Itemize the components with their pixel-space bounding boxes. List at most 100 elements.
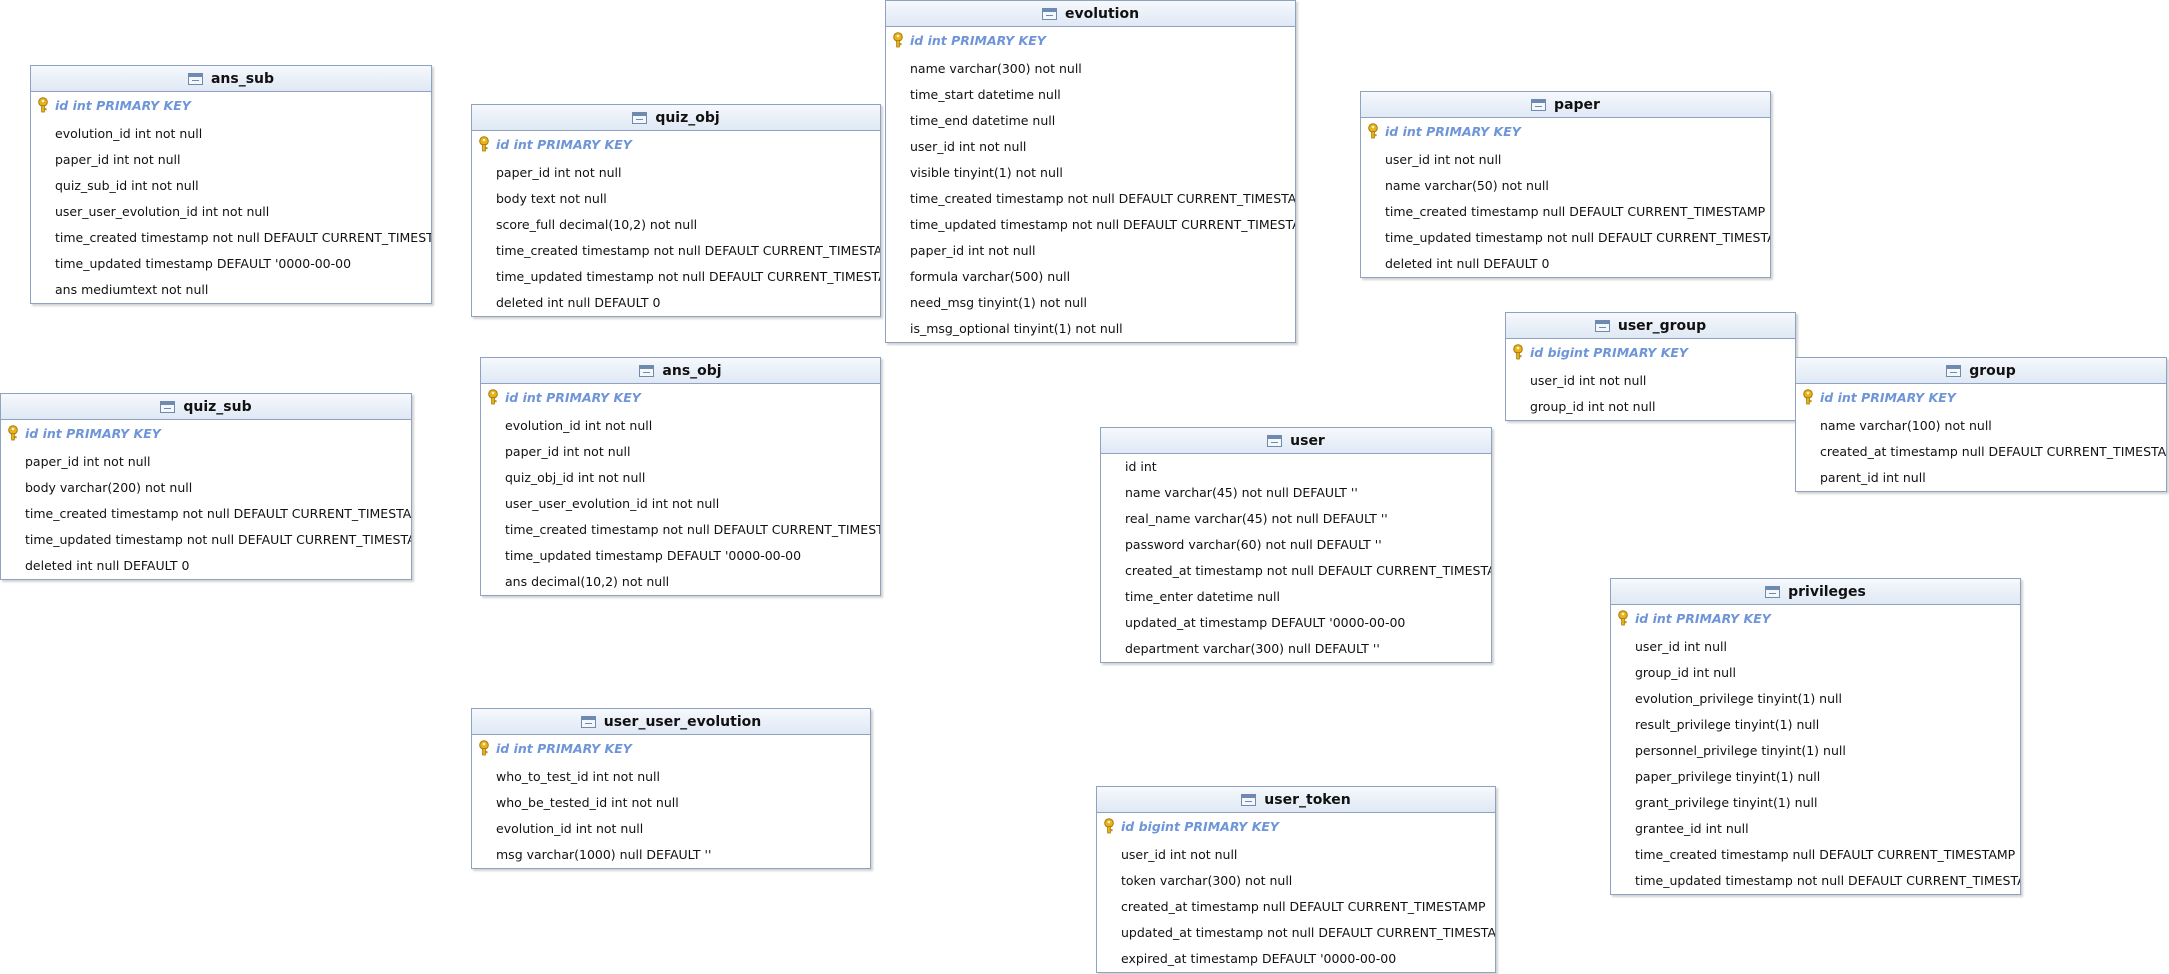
column-row[interactable]: real_name varchar(45) not null DEFAULT '… (1125, 511, 1388, 526)
column-row[interactable]: user_id int null (1635, 639, 1727, 654)
table-header[interactable]: quiz_sub (1, 394, 411, 420)
column-row[interactable]: updated_at timestamp DEFAULT '0000-00-00 (1125, 615, 1406, 630)
column-row[interactable]: paper_id int not null (25, 454, 151, 469)
column-row[interactable]: ans decimal(10,2) not null (505, 574, 670, 589)
column-row[interactable]: quiz_sub_id int not null (55, 178, 199, 193)
column-row[interactable]: is_msg_optional tinyint(1) not null (910, 321, 1123, 336)
column-row[interactable]: time_created timestamp not null DEFAULT … (505, 522, 881, 537)
column-row[interactable]: created_at timestamp null DEFAULT CURREN… (1820, 444, 2167, 459)
column-row[interactable]: who_to_test_id int not null (496, 769, 660, 784)
column-row[interactable]: group_id int null (1635, 665, 1736, 680)
table-header[interactable]: user_group (1506, 313, 1795, 339)
column-row[interactable]: paper_id int not null (496, 165, 622, 180)
column-row[interactable]: grantee_id int null (1635, 821, 1749, 836)
primary-key-row[interactable]: id int PRIMARY KEY (886, 27, 1295, 53)
column-row[interactable]: paper_id int not null (910, 243, 1036, 258)
column-row[interactable]: deleted int null DEFAULT 0 (496, 295, 661, 310)
table-header[interactable]: ans_obj (481, 358, 880, 384)
primary-key-row[interactable]: id bigint PRIMARY KEY (1506, 339, 1795, 365)
column-row[interactable]: time_created timestamp not null DEFAULT … (910, 191, 1296, 206)
primary-key-row[interactable]: id int PRIMARY KEY (472, 735, 870, 761)
column-row[interactable]: time_created timestamp null DEFAULT CURR… (1385, 204, 1766, 219)
column-row[interactable]: parent_id int null (1820, 470, 1926, 485)
primary-key-row[interactable]: id int PRIMARY KEY (31, 92, 431, 118)
column-row[interactable]: name varchar(100) not null (1820, 418, 1992, 433)
column-row[interactable]: who_be_tested_id int not null (496, 795, 679, 810)
table-header[interactable]: user_user_evolution (472, 709, 870, 735)
primary-key-row[interactable]: id int PRIMARY KEY (1361, 118, 1770, 144)
column-row[interactable]: time_created timestamp null DEFAULT CURR… (1635, 847, 2016, 862)
column-row[interactable]: id int (1125, 459, 1157, 474)
column-row[interactable]: user_id int not null (1121, 847, 1238, 862)
column-row[interactable]: time_updated timestamp not null DEFAULT … (910, 217, 1296, 232)
column-row[interactable]: updated_at timestamp not null DEFAULT CU… (1121, 925, 1496, 940)
column-row[interactable]: deleted int null DEFAULT 0 (1385, 256, 1550, 271)
column-row[interactable]: user_user_evolution_id int not null (55, 204, 270, 219)
column-row[interactable]: time_updated timestamp not null DEFAULT … (496, 269, 881, 284)
column-row[interactable]: ans mediumtext not null (55, 282, 209, 297)
column-row[interactable]: name varchar(300) not null (910, 61, 1082, 76)
table-header[interactable]: paper (1361, 92, 1770, 118)
column-row[interactable]: token varchar(300) not null (1121, 873, 1293, 888)
column-row[interactable]: visible tinyint(1) not null (910, 165, 1063, 180)
table-header[interactable]: privileges (1611, 579, 2020, 605)
column-row[interactable]: expired_at timestamp DEFAULT '0000-00-00 (1121, 951, 1397, 966)
column-row[interactable]: paper_privilege tinyint(1) null (1635, 769, 1821, 784)
column-row[interactable]: evolution_id int not null (55, 126, 203, 141)
column-row[interactable]: name varchar(45) not null DEFAULT '' (1125, 485, 1358, 500)
column-row[interactable]: body varchar(200) not null (25, 480, 193, 495)
column-row[interactable]: grant_privilege tinyint(1) null (1635, 795, 1818, 810)
table-header[interactable]: user_token (1097, 787, 1495, 813)
table-header[interactable]: ans_sub (31, 66, 431, 92)
column-row[interactable]: password varchar(60) not null DEFAULT '' (1125, 537, 1382, 552)
column-row[interactable]: created_at timestamp not null DEFAULT CU… (1125, 563, 1492, 578)
column-row[interactable]: quiz_obj_id int not null (505, 470, 646, 485)
column-row[interactable]: time_updated timestamp DEFAULT '0000-00-… (505, 548, 802, 563)
primary-key-row[interactable]: id bigint PRIMARY KEY (1097, 813, 1495, 839)
column-row[interactable]: user_id int not null (910, 139, 1027, 154)
column-row[interactable]: paper_id int not null (505, 444, 631, 459)
table-header[interactable]: quiz_obj (472, 105, 880, 131)
primary-key-row[interactable]: id int PRIMARY KEY (1611, 605, 2020, 631)
column-row[interactable]: time_created timestamp not null DEFAULT … (496, 243, 881, 258)
column-row[interactable]: created_at timestamp null DEFAULT CURREN… (1121, 899, 1486, 914)
column-row[interactable]: result_privilege tinyint(1) null (1635, 717, 1820, 732)
column-row[interactable]: user_user_evolution_id int not null (505, 496, 720, 511)
column-row[interactable]: time_updated timestamp not null DEFAULT … (1635, 873, 2021, 888)
column-row[interactable]: deleted int null DEFAULT 0 (25, 558, 190, 573)
column-row[interactable]: body text not null (496, 191, 607, 206)
column-row[interactable]: formula varchar(500) null (910, 269, 1071, 284)
primary-key-row[interactable]: id int PRIMARY KEY (472, 131, 880, 157)
column-row[interactable]: time_updated timestamp DEFAULT '0000-00-… (55, 256, 352, 271)
column-row[interactable]: time_created timestamp not null DEFAULT … (55, 230, 432, 245)
column-row[interactable]: time_enter datetime null (1125, 589, 1280, 604)
column-row[interactable]: department varchar(300) null DEFAULT '' (1125, 641, 1380, 656)
column-row[interactable]: time_updated timestamp not null DEFAULT … (1385, 230, 1771, 245)
column-row[interactable]: group_id int not null (1530, 399, 1656, 414)
column-row[interactable]: need_msg tinyint(1) not null (910, 295, 1087, 310)
table-header[interactable]: group (1796, 358, 2166, 384)
column-row[interactable]: time_updated timestamp not null DEFAULT … (25, 532, 412, 547)
table-user[interactable]: user id int name varchar(45) not null DEFA… (1100, 427, 1492, 663)
primary-key-row[interactable]: id int PRIMARY KEY (1, 420, 411, 446)
table-header[interactable]: user (1101, 428, 1491, 454)
primary-key-row[interactable]: id int PRIMARY KEY (1796, 384, 2166, 410)
column-row[interactable]: time_end datetime null (910, 113, 1056, 128)
column-row[interactable]: time_created timestamp not null DEFAULT … (25, 506, 412, 521)
column-row[interactable]: name varchar(50) not null (1385, 178, 1549, 193)
primary-key-row[interactable]: id int PRIMARY KEY (481, 384, 880, 410)
column-row[interactable]: evolution_id int not null (496, 821, 644, 836)
column-row[interactable]: user_id int not null (1530, 373, 1647, 388)
column-row[interactable]: score_full decimal(10,2) not null (496, 217, 698, 232)
column-row[interactable]: msg varchar(1000) null DEFAULT '' (496, 847, 712, 862)
